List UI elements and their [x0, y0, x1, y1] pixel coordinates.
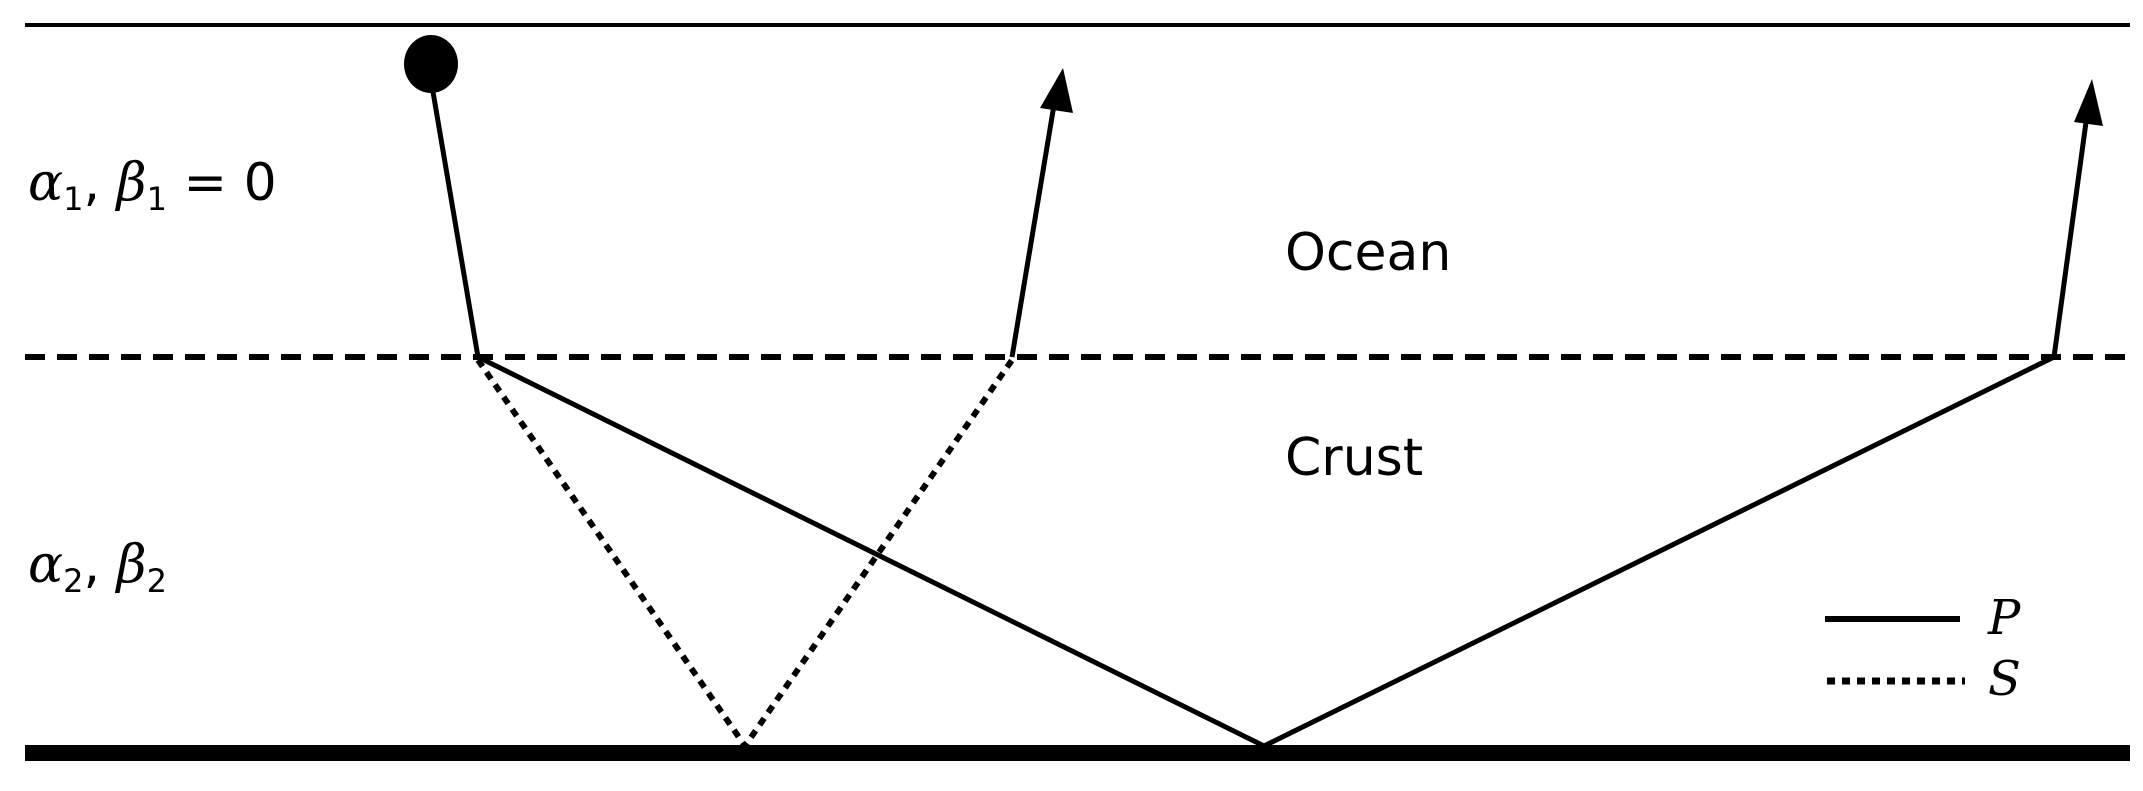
p-ray-arrowhead: [2074, 79, 2103, 126]
incident-ray: [428, 79, 481, 358]
s-ray-emerging: [1009, 104, 1057, 358]
crust-label: Crust: [1285, 428, 1423, 488]
p-ray-emerging: [2051, 114, 2090, 358]
source-marker: [404, 35, 458, 93]
crust-params-label: α2, β2: [28, 535, 167, 600]
legend: P S: [1825, 590, 2021, 707]
ocean-label: Ocean: [1285, 223, 1451, 283]
legend-p-label: P: [1987, 590, 2021, 646]
s-ray-arrowhead: [1040, 68, 1073, 113]
ocean-params-label: α1, β1 = 0: [28, 153, 277, 218]
s-ray-path: [475, 358, 1015, 752]
legend-s-label: S: [1988, 651, 2021, 707]
p-ray-path: [476, 354, 2056, 749]
